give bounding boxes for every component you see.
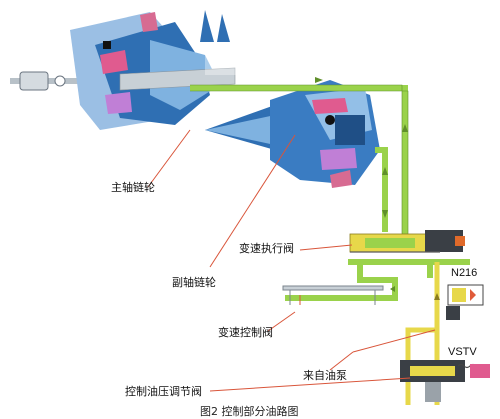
label-from-oil-pump: 来自油泵 [303, 369, 347, 382]
secondary-pulley-assembly [205, 80, 380, 188]
label-control-pressure-valve: 控制油压调节阀 [125, 385, 202, 398]
leader-lines [147, 129, 436, 392]
primary-pulley-assembly [10, 10, 240, 130]
label-n216: N216 [451, 267, 478, 279]
label-primary-pulley: 主轴链轮 [111, 181, 155, 194]
green-oil-lines [190, 85, 470, 301]
label-secondary-pulley: 副轴链轮 [172, 276, 216, 289]
label-shift-control-valve: 变速控制阀 [218, 326, 273, 339]
shift-actuator-valve-body [349, 230, 465, 253]
figure-caption: 图2 控制部分油路图 [200, 405, 299, 418]
label-shift-actuator-valve: 变速执行阀 [239, 242, 294, 255]
n216-solenoid [446, 284, 484, 320]
vstv-valve [400, 360, 490, 402]
flow-arrows [315, 77, 408, 292]
pump-housing [282, 285, 384, 305]
label-vstv: VSTV [448, 346, 477, 358]
